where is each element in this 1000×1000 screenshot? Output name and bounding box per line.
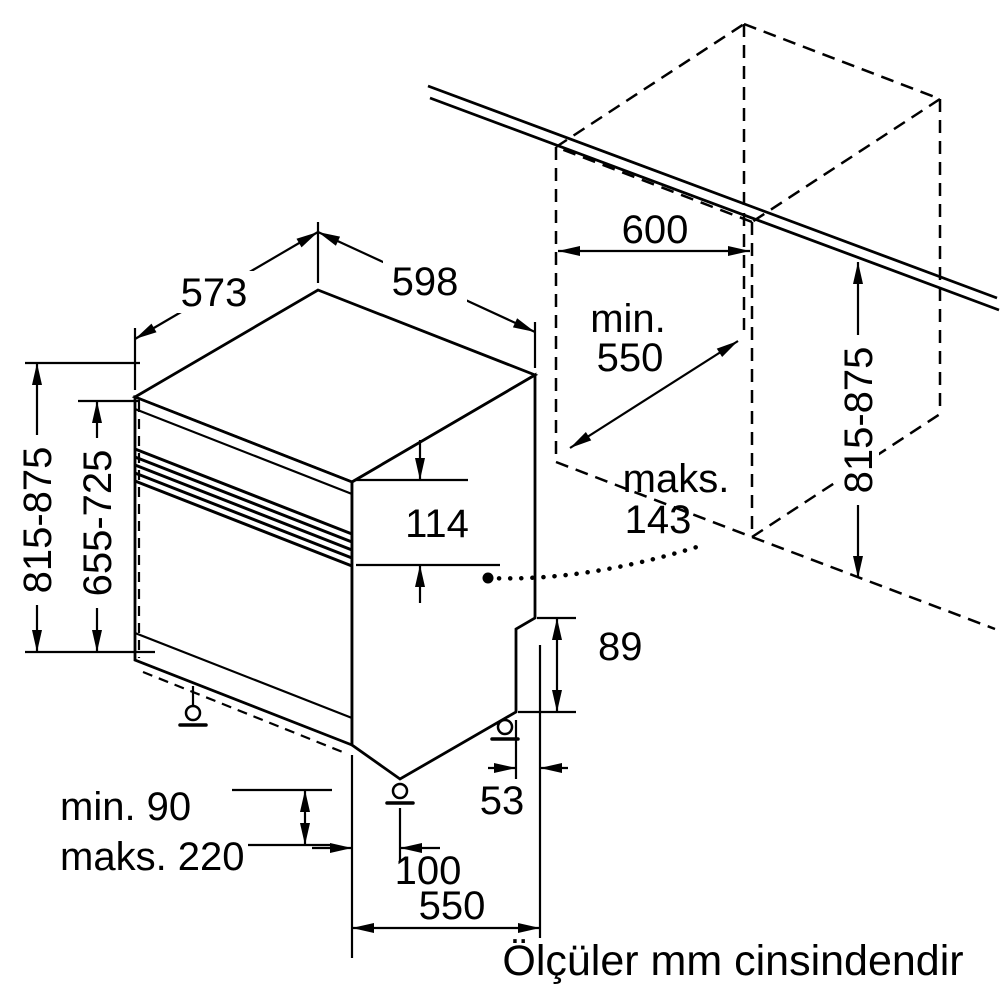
- dim-label-53: 53: [480, 779, 525, 823]
- niche-floor-edge: [751, 535, 996, 631]
- dim-door-max: maks. 143: [482, 457, 730, 584]
- label-background: [172, 271, 256, 313]
- dim-label-598: 598: [392, 260, 459, 304]
- units-note: Ölçüler mm cinsindendir: [502, 937, 963, 985]
- dim-top-width: 598: [317, 231, 537, 368]
- rotated-label: 655-725: [76, 438, 120, 608]
- dim-label-143: 143: [625, 498, 692, 542]
- label-background: [477, 779, 527, 823]
- dim-plinth-height: min. 90 maks. 220: [60, 785, 332, 879]
- niche-bottom-front-edge: [555, 460, 753, 539]
- foot-wheel: [391, 782, 409, 800]
- dim-label-550-bottom: 550: [419, 884, 486, 928]
- dim-label-maks: maks.: [623, 457, 730, 501]
- dim-label-550: 550: [597, 336, 664, 380]
- worktop-edge-line: [134, 407, 353, 496]
- dim-label-114: 114: [405, 502, 469, 546]
- label-background: [383, 260, 467, 302]
- dim-niche-height: 815-875: [837, 262, 881, 578]
- dim-base-step: 89: [518, 616, 643, 714]
- countertop-edge: [427, 84, 1000, 312]
- countertop-top-line: [427, 84, 998, 300]
- dimension-line: [569, 340, 739, 449]
- dim-label-655-725: 655-725: [76, 450, 120, 597]
- dim-label-89: 89: [598, 625, 643, 669]
- rotated-label: 815-875: [16, 435, 60, 605]
- dim-label-815-875-left: 815-875: [16, 447, 60, 594]
- label-background: [837, 335, 879, 505]
- niche-top-back-edge: [743, 22, 941, 101]
- countertop-bottom-line: [429, 96, 1000, 312]
- dim-niche-width: 600: [558, 208, 750, 256]
- dim-label-maks-220: maks. 220: [60, 835, 245, 879]
- foot-wheel: [184, 704, 202, 722]
- label-background: [16, 435, 58, 605]
- dim-label-573: 573: [181, 271, 248, 315]
- dim-label-600: 600: [622, 208, 689, 252]
- foot-wheel: [496, 718, 514, 736]
- rotated-label: 815-875: [837, 335, 881, 505]
- niche-top-right-edge: [751, 97, 941, 224]
- dim-door-panel-height: 655-725: [76, 399, 140, 652]
- dim-top-depth: 573: [133, 222, 320, 390]
- dim-appliance-height: 815-875: [16, 361, 155, 654]
- front-right-foot: [385, 782, 415, 805]
- dim-niche-depth: min. 550: [569, 297, 739, 449]
- dim-label-min-90: min. 90: [60, 785, 191, 829]
- dim-label-min: min.: [590, 297, 666, 341]
- label-background: [76, 438, 118, 608]
- dim-label-100: 100: [395, 849, 462, 893]
- dim-label-815-875-right: 815-875: [837, 347, 881, 494]
- door-top-ribs: [134, 447, 353, 568]
- dim-rear-foot-offset: 53: [477, 645, 568, 938]
- niche-top-front-edge: [555, 145, 753, 224]
- niche-top-left-edge: [555, 22, 745, 149]
- door-bottom-edge: [134, 631, 353, 720]
- rear-right-foot: [490, 718, 520, 741]
- dim-control-panel: 114: [356, 440, 500, 603]
- dotted-leader: [485, 543, 703, 581]
- dim-base-depth: 550: [352, 884, 540, 933]
- hidden-plinth-edge: [142, 670, 346, 755]
- front-left-foot: [178, 686, 208, 727]
- dishwasher-body: [131, 288, 539, 805]
- dishwasher-right-face: [350, 372, 537, 781]
